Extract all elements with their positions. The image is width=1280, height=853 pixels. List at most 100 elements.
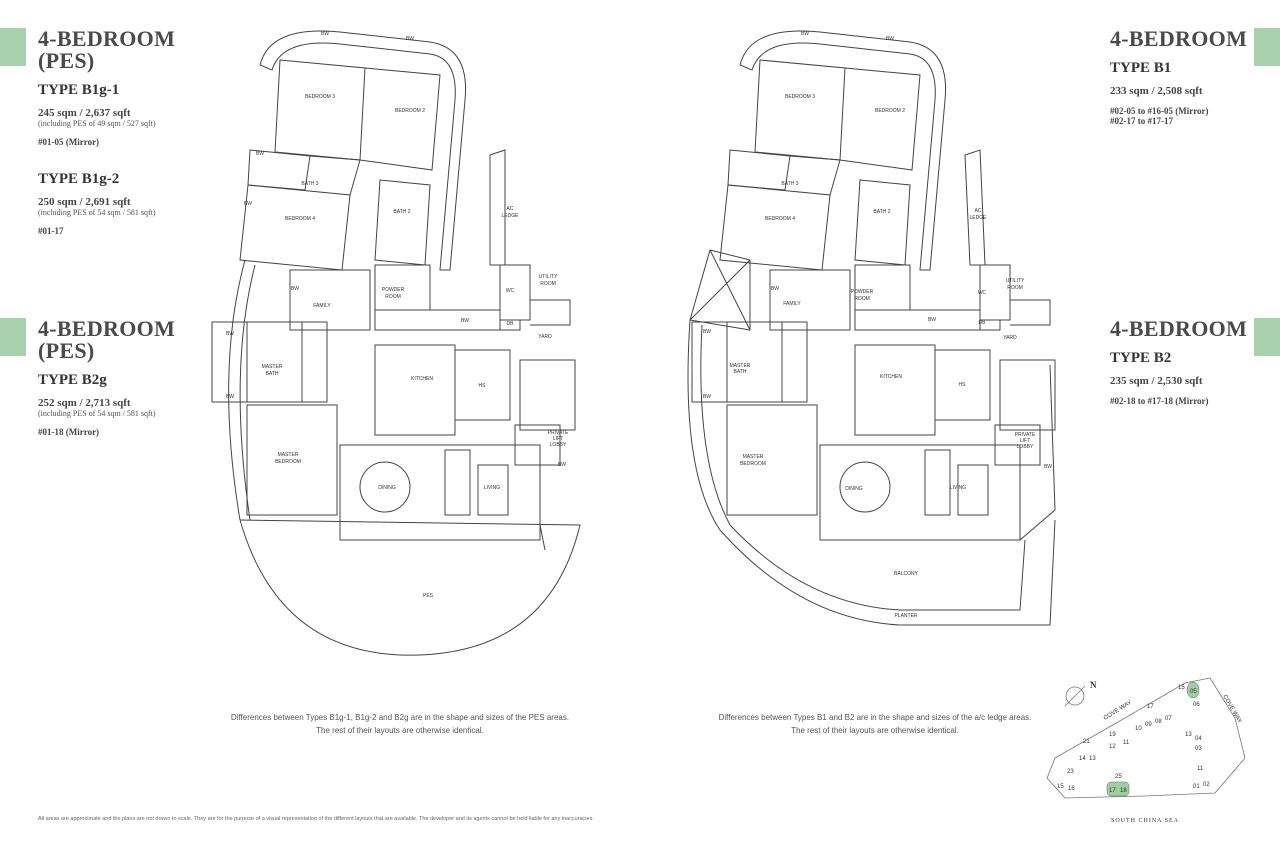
label-ac-2: LEDGE bbox=[970, 215, 988, 221]
label-master-bed-2: BEDROOM bbox=[740, 461, 766, 467]
label-master-bath-2: BATH bbox=[266, 371, 279, 377]
note-right-line2: The rest of their layouts are otherwise … bbox=[791, 726, 959, 735]
block-label: 15 bbox=[1057, 784, 1064, 790]
label-bw: BW bbox=[406, 36, 414, 42]
area-b1g-2: 250 sqm / 2,691 sqft bbox=[38, 196, 131, 208]
label-hs: HS bbox=[479, 383, 487, 389]
north-icon bbox=[1065, 686, 1085, 706]
label-yard: YARD bbox=[1003, 335, 1017, 341]
block-label: 13 bbox=[1089, 756, 1096, 762]
label-bath2: BATH 2 bbox=[873, 209, 890, 215]
sea-label: SOUTH CHINA SEA bbox=[1111, 818, 1179, 824]
label-bedroom4: BEDROOM 4 bbox=[285, 216, 315, 222]
label-living: LIVING bbox=[950, 485, 967, 491]
label-bedroom4: BEDROOM 4 bbox=[765, 216, 795, 222]
block-label: 03 bbox=[1195, 746, 1202, 752]
info-b2: 4-BEDROOM TYPE B2 235 sqm / 2,530 sqft #… bbox=[1110, 318, 1250, 407]
note-left-line1: Differences between Types B1g-1, B1g-2 a… bbox=[230, 713, 570, 722]
label-bedroom2: BEDROOM 2 bbox=[875, 108, 905, 114]
units-b1-line1: #02-05 to #16-05 (Mirror) bbox=[1110, 106, 1209, 116]
road-label-2: COVE WAY bbox=[1221, 694, 1242, 724]
block-label: 12 bbox=[1109, 744, 1116, 750]
block-label: 11 bbox=[1123, 740, 1130, 746]
label-lift-3: LOBBY bbox=[1017, 444, 1034, 450]
label-bw: BW bbox=[558, 462, 566, 468]
label-bw: BW bbox=[226, 394, 234, 400]
block-highlight bbox=[1106, 781, 1130, 797]
label-master-bed-1: MASTER bbox=[278, 452, 299, 458]
floor-plan-left: BW BW BEDROOM 3 BEDROOM 2 BATH 3 BEDROOM… bbox=[211, 30, 581, 656]
label-master-bed-2: BEDROOM bbox=[275, 459, 301, 465]
label-living: LIVING bbox=[484, 485, 501, 491]
label-utility-2: ROOM bbox=[1007, 285, 1023, 291]
accent-tab-bottom-left bbox=[0, 318, 26, 356]
units-b1-line2: #02-17 to #17-17 bbox=[1110, 116, 1173, 126]
block-label: 06 bbox=[1193, 702, 1200, 708]
block-label: 18 bbox=[1120, 788, 1127, 794]
accent-tab-top-right bbox=[1254, 28, 1280, 66]
accent-tab-bottom-right bbox=[1254, 318, 1280, 356]
label-bw: BW bbox=[703, 394, 711, 400]
site-map: N COVE WAY COVE WAY 15 05 06 17 10 09 08… bbox=[1046, 677, 1246, 824]
label-family: FAMILY bbox=[313, 303, 331, 309]
label-lift-3: LOBBY bbox=[550, 442, 567, 448]
area-b1: 233 sqm / 2,508 sqft bbox=[1110, 85, 1203, 97]
label-utility-1: UTILITY bbox=[1006, 278, 1025, 284]
label-ac-1: AC bbox=[975, 208, 982, 214]
title-line2: (PES) bbox=[38, 48, 95, 73]
note-right-line1: Differences between Types B1 and B2 are … bbox=[718, 713, 1032, 722]
label-db: DB bbox=[979, 320, 987, 326]
north-label: N bbox=[1090, 680, 1097, 690]
block-label: 15 bbox=[1178, 685, 1185, 691]
label-db: DB bbox=[507, 321, 515, 327]
block-label: 13 bbox=[1185, 732, 1192, 738]
title-line1: 4-BEDROOM bbox=[38, 26, 176, 51]
label-lift-2: LIFT bbox=[1020, 438, 1030, 444]
block-label: 10 bbox=[1135, 726, 1142, 732]
label-bw: BW bbox=[886, 36, 894, 42]
title-line2: (PES) bbox=[38, 338, 95, 363]
block-label: 17 bbox=[1109, 788, 1116, 794]
label-powder-2: ROOM bbox=[385, 294, 401, 300]
floor-plan-right: BW BW BEDROOM 3 BEDROOM 2 BATH 3 BEDROOM… bbox=[687, 30, 1056, 626]
label-bw: BW bbox=[1044, 464, 1052, 470]
block-label: 02 bbox=[1203, 782, 1210, 788]
label-pes: PES bbox=[423, 593, 434, 599]
label-bw: BW bbox=[461, 318, 469, 324]
info-b2g: 4-BEDROOM (PES) TYPE B2g 252 sqm / 2,713… bbox=[38, 316, 238, 438]
block-label: 17 bbox=[1147, 704, 1154, 710]
label-kitchen: KITCHEN bbox=[880, 374, 902, 380]
label-powder-1: POWDER bbox=[851, 289, 874, 295]
block-label: 16 bbox=[1068, 786, 1075, 792]
info-b1: 4-BEDROOM TYPE B1 233 sqm / 2,508 sqft #… bbox=[1110, 26, 1250, 127]
label-powder-1: POWDER bbox=[382, 287, 405, 293]
label-bw: BW bbox=[226, 331, 234, 337]
label-lift-1: PRIVATE bbox=[1015, 432, 1036, 438]
label-bw: BW bbox=[256, 151, 264, 157]
label-dining: DINING bbox=[378, 485, 396, 491]
type-b1g-2: TYPE B1g-2 bbox=[38, 171, 120, 187]
label-master-bath-2: BATH bbox=[734, 369, 747, 375]
title-line1: 4-BEDROOM bbox=[38, 316, 176, 341]
label-utility-2: ROOM bbox=[540, 281, 556, 287]
label-ac-1: AC bbox=[507, 206, 514, 212]
type-b1: TYPE B1 bbox=[1110, 60, 1172, 76]
title: 4-BEDROOM bbox=[1110, 26, 1248, 51]
label-bw: BW bbox=[703, 329, 711, 335]
label-bedroom2: BEDROOM 2 bbox=[395, 108, 425, 114]
label-yard: YARD bbox=[538, 334, 552, 340]
label-lift-1: PRIVATE bbox=[548, 430, 569, 436]
area-b1g-1: 245 sqm / 2,637 sqft bbox=[38, 107, 131, 119]
label-master-bath-1: MASTER bbox=[262, 364, 283, 370]
label-kitchen: KITCHEN bbox=[411, 376, 433, 382]
label-lift-2: LIFT bbox=[553, 436, 563, 442]
label-master-bed-1: MASTER bbox=[743, 454, 764, 460]
disclaimer: All areas are approximate and the plans … bbox=[38, 816, 594, 822]
block-label: 05 bbox=[1190, 689, 1197, 695]
block-label: 23 bbox=[1067, 769, 1074, 775]
units-b2g: #01-18 (Mirror) bbox=[38, 427, 100, 437]
block-label: 21 bbox=[1083, 739, 1090, 745]
block-label: 09 bbox=[1145, 722, 1152, 728]
block-label: 14 bbox=[1079, 756, 1086, 762]
label-master-bath-1: MASTER bbox=[730, 363, 751, 369]
